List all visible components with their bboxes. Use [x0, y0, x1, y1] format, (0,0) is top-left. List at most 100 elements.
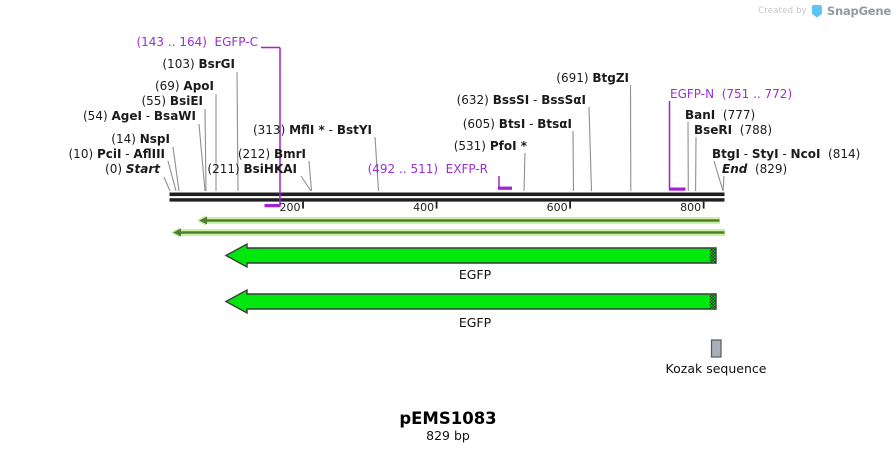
leader-bsrgi — [236, 71, 239, 192]
site-label-text: - — [525, 117, 538, 131]
site-label-nspi[interactable]: (14) NspI — [111, 133, 170, 146]
site-label-text: - — [778, 147, 791, 161]
axis-tick-label-600: 600 — [546, 200, 568, 214]
site-label-egfp-n[interactable]: EGFP-N (751 .. 772) — [670, 88, 792, 101]
site-label-bsrgi[interactable]: (103) BsrGI — [162, 58, 235, 71]
leader-mfli-bstyi — [374, 136, 380, 192]
egfp-1-label: EGFP — [458, 267, 492, 282]
site-label-btgzi[interactable]: (691) BtgZI — [556, 72, 629, 85]
egfp-2-label: EGFP — [458, 315, 492, 330]
site-label-btsi-btsai[interactable]: (605) BtsI - BtsαI — [463, 118, 572, 131]
site-label-bsihkai[interactable]: (211) BsiHKAI — [207, 163, 297, 176]
axis-tick-800 — [702, 201, 705, 209]
site-label-text: BtsI — [498, 117, 526, 131]
site-label-text: BtgZI — [592, 71, 629, 85]
site-label-text: (103) — [162, 57, 199, 71]
site-label-text: NcoI — [790, 147, 821, 161]
orf-arrow-2[interactable] — [171, 227, 725, 238]
leader-pcii-afliii — [167, 160, 177, 192]
site-label-egfp-c[interactable]: (143 .. 164) EGFP-C — [136, 36, 258, 49]
site-label-pfoi[interactable]: (531) PfoI * — [454, 140, 527, 153]
kozak-label: Kozak sequence — [665, 361, 767, 376]
sequence-line-bottom — [169, 198, 725, 202]
site-label-bani[interactable]: BanI (777) — [685, 109, 755, 122]
site-label-text: StyI — [751, 147, 779, 161]
site-label-text: BmrI — [273, 147, 306, 161]
site-label-text: BsiHKAI — [243, 162, 298, 176]
created-by-text: Created by — [758, 6, 807, 16]
site-label-btgi-styi-ncoi[interactable]: BtgI - StyI - NcoI (814) — [712, 148, 860, 161]
site-label-text: (55) — [141, 94, 170, 108]
site-label-text: - — [141, 109, 154, 123]
site-label-text: (54) — [83, 109, 112, 123]
site-label-bseri[interactable]: BseRI (788) — [694, 124, 772, 137]
site-label-bmri[interactable]: (212) BmrI — [238, 148, 306, 161]
leader-bmri — [308, 160, 313, 192]
site-label-text: (492 .. 511) EXFP-R — [367, 162, 488, 176]
site-label-text: BssSI — [492, 93, 530, 107]
site-label-text: BssSαI — [541, 93, 586, 107]
site-label-text: End — [722, 162, 748, 176]
site-label-text: BstYI — [336, 123, 372, 137]
leader-btsi-btsai — [572, 130, 575, 192]
site-label-text: (14) — [111, 132, 140, 146]
site-label-exfp-r[interactable]: (492 .. 511) EXFP-R — [368, 163, 488, 176]
site-label-text: BtgI — [712, 147, 740, 161]
egfp-1-feature[interactable] — [224, 242, 717, 269]
site-label-text: BsrGI — [198, 57, 235, 71]
leader-bsihkai — [300, 175, 312, 192]
primer-bar-egfp-n[interactable] — [669, 187, 686, 191]
site-label-text: BsaWI — [153, 109, 196, 123]
plasmid-name: pEMS1083 — [399, 409, 497, 428]
site-label-text: Start — [125, 162, 160, 176]
site-label-text: (0) — [105, 162, 126, 176]
site-label-text: (788) — [732, 123, 773, 137]
site-label-text: (632) — [456, 93, 493, 107]
site-label-end[interactable]: End (829) — [722, 163, 787, 176]
site-label-bsiei[interactable]: (55) BsiEI — [141, 95, 203, 108]
primer-bar-egfp-c[interactable] — [264, 204, 281, 208]
watermark: Created by SnapGene — [758, 4, 891, 18]
egfp-2-feature[interactable] — [224, 288, 717, 315]
site-label-text: - — [324, 123, 337, 137]
snapgene-logo-icon — [811, 4, 822, 18]
site-label-text: NspI — [139, 132, 170, 146]
leader-agei-bsawi — [198, 123, 206, 192]
site-label-text: (829) — [747, 162, 788, 176]
site-label-text: (143 .. 164) EGFP-C — [136, 35, 258, 49]
site-label-agei-bsawi[interactable]: (54) AgeI - BsaWI — [83, 110, 196, 123]
site-label-text: - — [121, 147, 134, 161]
site-label-text: BtsαI — [537, 117, 572, 131]
axis-tick-200 — [302, 201, 304, 209]
site-label-pcii-afliii[interactable]: (10) PciI - AflIII — [69, 148, 166, 161]
site-label-text: (313) — [252, 123, 290, 137]
site-label-text: BsiEI — [169, 94, 203, 108]
plasmid-length: 829 bp — [426, 428, 470, 443]
site-label-text: (212) — [237, 147, 274, 161]
site-label-text: (531) — [453, 139, 490, 153]
site-label-bsssi-bsssai[interactable]: (632) BssSI - BssSαI — [457, 94, 586, 107]
site-label-text: - — [529, 93, 542, 107]
sequence-line-top — [169, 192, 725, 197]
site-label-text: AgeI — [111, 109, 142, 123]
site-label-mfli-bstyi[interactable]: (313) MflI * - BstYI — [253, 124, 372, 137]
site-label-text: PciI — [96, 147, 122, 161]
site-label-text: - — [739, 147, 752, 161]
axis-tick-label-800: 800 — [680, 200, 702, 214]
site-label-text: ApoI — [183, 79, 214, 93]
site-label-text: AflIII — [133, 147, 165, 161]
orf-arrow-1[interactable] — [197, 215, 720, 226]
site-label-start[interactable]: (0) Start — [105, 163, 160, 176]
site-label-text: (605) — [462, 117, 499, 131]
site-label-text: BanI — [685, 108, 716, 122]
kozak-feature[interactable] — [710, 339, 722, 358]
site-label-text: (10) — [68, 147, 97, 161]
site-label-text: BseRI — [694, 123, 733, 137]
snapgene-brand-text: SnapGene — [826, 4, 891, 18]
site-label-apoi[interactable]: (69) ApoI — [155, 80, 214, 93]
site-label-text: PfoI * — [489, 139, 527, 153]
site-label-text: (211) — [207, 162, 244, 176]
primer-bar-exfp-r[interactable] — [498, 186, 512, 190]
leader-start — [163, 176, 171, 192]
